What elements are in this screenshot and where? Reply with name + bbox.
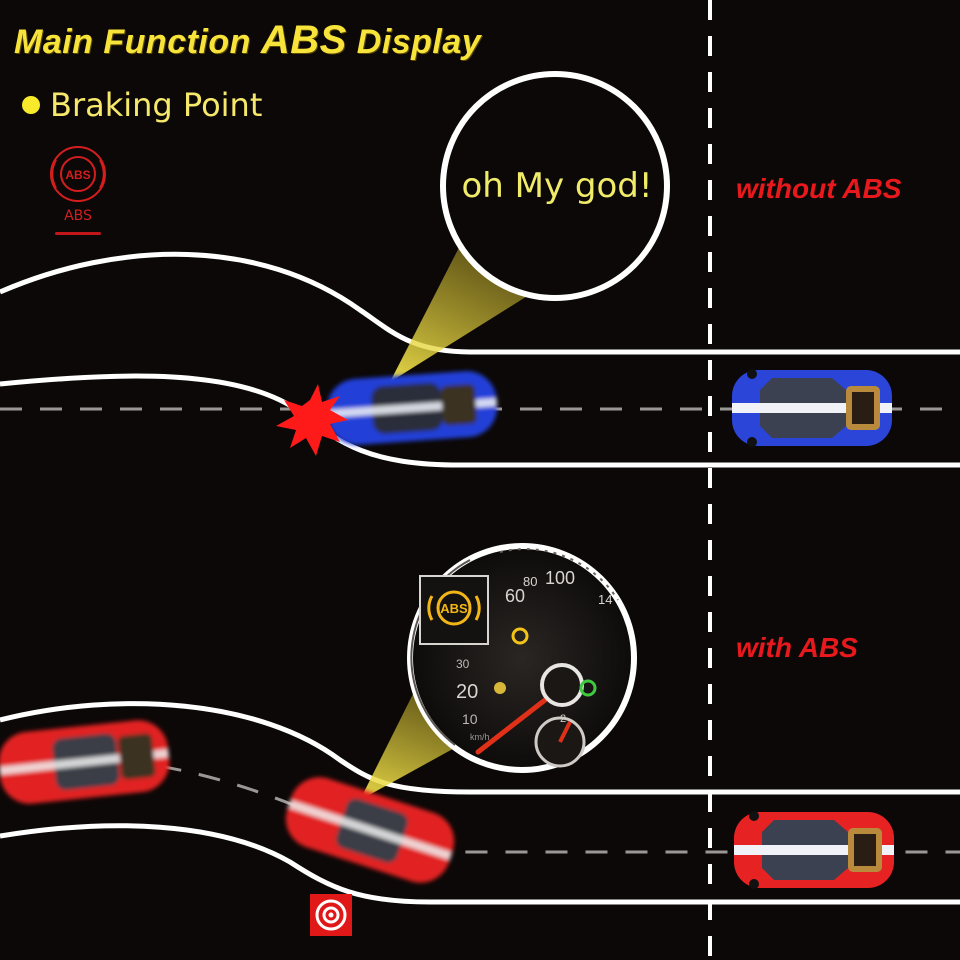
- speech-bubble-text: oh My god!: [461, 166, 653, 206]
- abs-warning-icon: [50, 146, 106, 202]
- title-suffix: Display: [346, 23, 482, 61]
- blue-car-parked: [732, 369, 892, 447]
- label-with-abs: with ABS: [736, 632, 858, 663]
- abs-icon-text: ABS: [65, 168, 90, 182]
- warning-lamp-icon: [511, 627, 529, 645]
- crash-burst-icon: [276, 384, 348, 456]
- speed-mark-80: 80: [523, 574, 537, 589]
- abs-underline: [55, 232, 101, 235]
- yellow-dot-icon: [22, 96, 40, 114]
- red-car-braking: [285, 777, 455, 883]
- rpm-mark: 2: [560, 713, 566, 725]
- blue-car-skidding: [326, 371, 498, 445]
- speed-mark-100: 100: [545, 568, 575, 588]
- small-mark-30: 30: [456, 657, 470, 671]
- small-mark-10: 10: [462, 711, 478, 727]
- abs-icon-label: ABS: [64, 208, 92, 224]
- speed-mark-14: 14: [598, 592, 612, 607]
- page-title: Main Function ABS Display: [14, 18, 481, 63]
- red-car-parked: [734, 811, 894, 889]
- green-lamp-icon: [579, 679, 597, 697]
- road-with-abs: [0, 701, 960, 905]
- title-emphasis: ABS: [260, 18, 347, 62]
- speech-bubble: [390, 71, 670, 382]
- speed-mark-60: 60: [505, 586, 525, 606]
- abs-indicator-text: ABS: [440, 601, 468, 616]
- red-car-left: [0, 720, 170, 804]
- small-mark-20: 20: [456, 681, 478, 703]
- label-without-abs: without ABS: [736, 173, 902, 204]
- braking-point-target-icon: [310, 894, 352, 936]
- small-mark-kmh: km/h: [470, 732, 490, 742]
- legend-label: Braking Point: [50, 86, 263, 124]
- airbag-lamp-icon: [494, 682, 506, 694]
- title-prefix: Main Function: [14, 23, 261, 61]
- dashboard-zoom: ABS 60 80 100 14 30 20 10 km/h 2: [407, 543, 637, 773]
- legend-braking-point: Braking Point: [22, 86, 262, 124]
